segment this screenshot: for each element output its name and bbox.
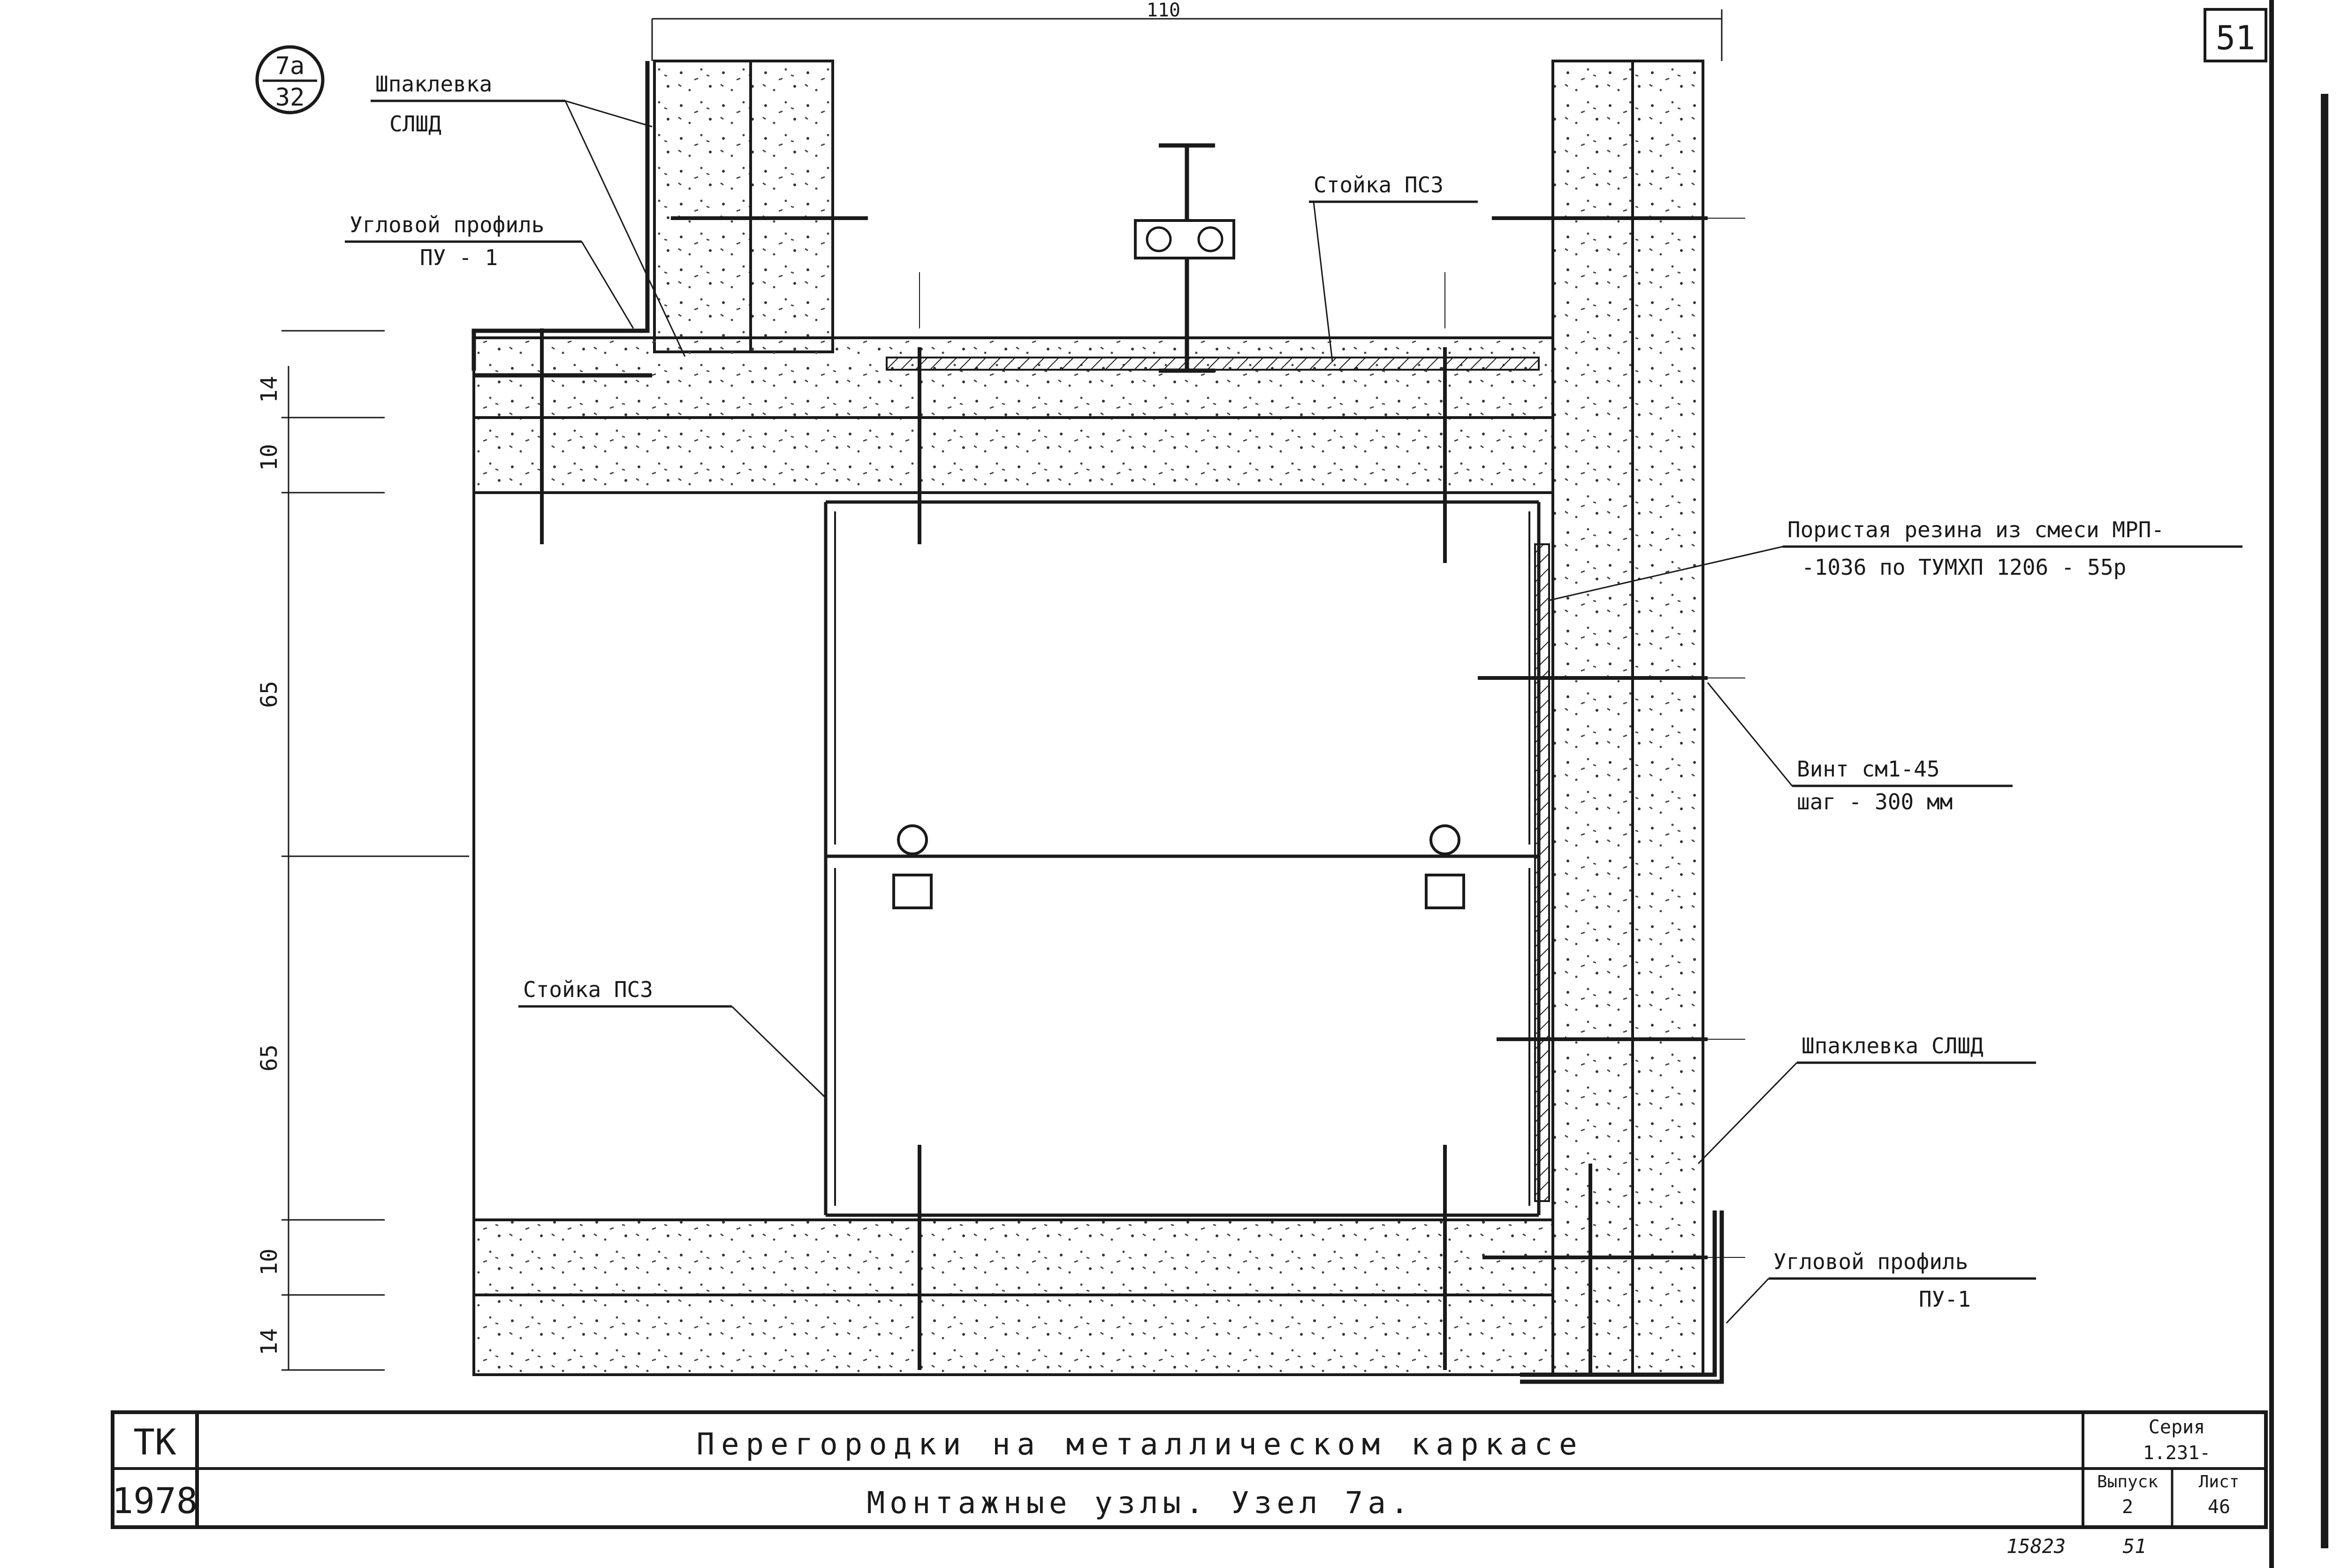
dim-10-bottom: 10 (256, 1248, 282, 1276)
axis-lines (919, 218, 1745, 1258)
right-partition (1551, 60, 1704, 1376)
sheet-title: Перегородки на металлическом каркасе (696, 1427, 1583, 1462)
callout-stud-left: Стойка ПС3 (518, 977, 827, 1099)
sheet-value: 46 (2208, 1496, 2230, 1518)
dim-10-top: 10 (256, 444, 282, 471)
sheet-subtitle: Монтажные узлы. Узел 7а. (867, 1486, 1414, 1521)
callout-screw: Винт см1-45 шаг - 300 мм (1707, 682, 2013, 814)
dim-14-bottom: 14 (256, 1328, 282, 1355)
dimension-chain-left: 14 10 65 65 10 14 (256, 330, 469, 1371)
callout-rubber: Пористая резина из смеси МРП- -1036 по Т… (1548, 517, 2242, 601)
top-dimension-value: 110 (1147, 0, 1180, 21)
top-dimension: 110 (651, 0, 1723, 61)
dim-14-top: 14 (256, 376, 282, 403)
title-block: ТК 1978 Перегородки на металлическом кар… (111, 1410, 2268, 1529)
bolts-middle (892, 824, 1465, 909)
node-marker: 7а 32 (255, 45, 325, 114)
dim-65-bottom: 65 (256, 1044, 282, 1072)
page-number-box: 51 (2204, 8, 2267, 62)
callout-corner-profile-top: Угловой профиль ПУ - 1 (345, 212, 634, 329)
putty-top-line2: СЛШД (389, 111, 441, 137)
main-partition-bottom-boards (472, 1218, 1554, 1376)
bolt-top (1134, 219, 1235, 259)
callout-stud-top: Стойка ПС3 (1309, 172, 1478, 362)
corner-profile-top (471, 61, 652, 378)
node-mark-bottom: 32 (275, 84, 305, 112)
putty-right-label: Шпаклевка СЛШД (1801, 1033, 1984, 1058)
stud-frame-inner (834, 511, 1530, 1206)
stud-frame (824, 500, 1541, 1217)
org-code: ТК (133, 1421, 176, 1463)
callout-putty-top: Шпаклевка СЛШД (371, 71, 686, 357)
series-value: 1.231- (2143, 1442, 2211, 1464)
screws-horizontal (671, 216, 1708, 1259)
rubber-line1: Пористая резина из смеси МРП- (1787, 517, 2164, 542)
corner-profile-bottom-line2: ПУ-1 (1919, 1286, 1971, 1312)
rubber-strip-top (886, 357, 1540, 371)
corner-profile-top-line1: Угловой профиль (350, 212, 544, 237)
corner-profile-top-line2: ПУ - 1 (420, 245, 498, 270)
issue-label: Выпуск (2097, 1472, 2158, 1492)
series-label: Серия (2149, 1416, 2205, 1438)
stud-top-label: Стойка ПС3 (1314, 172, 1444, 198)
screw-line1: Винт см1-45 (1797, 756, 1940, 782)
dim-65-top: 65 (256, 681, 282, 708)
page-bottom-number: 51 (2123, 1535, 2147, 1558)
inventory-number: 15823 (2007, 1535, 2066, 1558)
corner-profile-bottom (1520, 1210, 1724, 1384)
corner-profile-bottom-line1: Угловой профиль (1773, 1249, 1968, 1274)
screw-line2: шаг - 300 мм (1797, 789, 1953, 814)
sheet-label: Лист (2199, 1472, 2240, 1492)
node-mark-top: 7а (275, 52, 305, 80)
top-partition (653, 60, 834, 353)
screws-vertical (540, 328, 1592, 1375)
org-year: 1978 (112, 1480, 198, 1522)
issue-value: 2 (2122, 1496, 2133, 1518)
rubber-line2: -1036 по ТУМХП 1206 - 55р (1801, 555, 2126, 580)
putty-top-line1: Шпаклевка (375, 71, 492, 97)
stud-left-label: Стойка ПС3 (523, 977, 653, 1002)
main-partition-top-boards (472, 336, 1554, 494)
page-number: 51 (2216, 19, 2255, 57)
callout-corner-profile-bottom: Угловой профиль ПУ-1 (1725, 1249, 2036, 1324)
callout-putty-right: Шпаклевка СЛШД (1697, 1033, 2036, 1165)
